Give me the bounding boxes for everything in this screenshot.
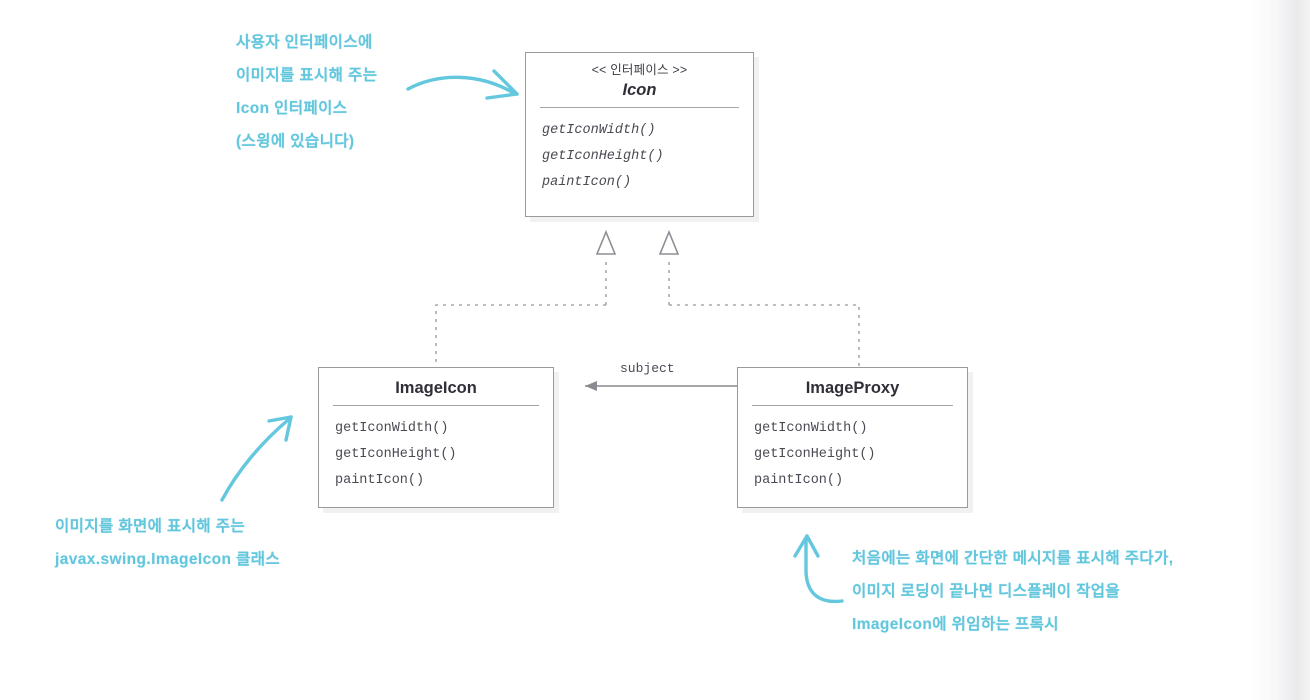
method-item: getIconHeight() (335, 447, 457, 463)
annotation-line: ImageIcon에 위임하는 프록시 (852, 616, 1059, 633)
annotation-bottom-right: 처음에는 화면에 간단한 메시지를 표시해 주다가, 이미지 로딩이 끝나면 디… (852, 542, 1173, 641)
annotation-line: Icon 인터페이스 (236, 100, 348, 117)
method-list-imageicon: getIconWidth() getIconHeight() paintIcon… (319, 406, 553, 504)
annotation-line: 처음에는 화면에 간단한 메시지를 표시해 주다가, (852, 550, 1174, 567)
method-list-icon: getIconWidth() getIconHeight() paintIcon… (526, 108, 753, 206)
method-item: getIconHeight() (754, 447, 876, 463)
realization-imageproxy-to-icon (658, 229, 860, 367)
method-list-imageproxy: getIconWidth() getIconHeight() paintIcon… (738, 406, 967, 504)
class-divider (333, 405, 539, 407)
annotation-arrow-bottom-left (220, 415, 293, 502)
annotation-arrow-top-left (406, 69, 519, 100)
class-header-imageicon: ImageIcon (319, 368, 553, 405)
stereotype-label: << 인터페이스 >> (591, 63, 688, 77)
method-item: getIconHeight() (542, 149, 664, 165)
class-header-icon: << 인터페이스 >> Icon (526, 53, 753, 107)
class-divider (540, 107, 739, 109)
annotation-line: 이미지 로딩이 끝나면 디스플레이 작업을 (852, 583, 1121, 600)
method-item: paintIcon() (335, 473, 425, 489)
association-label-subject: subject (620, 361, 675, 376)
class-header-imageproxy: ImageProxy (738, 368, 967, 405)
method-item: getIconWidth() (335, 421, 449, 437)
annotation-top-left: 사용자 인터페이스에 이미지를 표시해 주는 Icon 인터페이스 (스윙에 있… (236, 26, 377, 158)
method-item: getIconWidth() (542, 123, 656, 139)
class-name-imageproxy: ImageProxy (805, 379, 900, 397)
class-name-icon: Icon (622, 80, 657, 99)
annotation-line: 사용자 인터페이스에 (236, 34, 373, 51)
class-name-imageicon: ImageIcon (395, 379, 477, 397)
annotation-line: 이미지를 표시해 주는 (236, 67, 378, 84)
method-item: paintIcon() (542, 175, 632, 191)
annotation-line: 이미지를 화면에 표시해 주는 (55, 518, 246, 535)
class-box-imageproxy[interactable]: ImageProxy getIconWidth() getIconHeight(… (737, 367, 968, 508)
class-divider (752, 405, 953, 407)
annotation-arrow-bottom-right (793, 534, 844, 604)
class-box-imageicon[interactable]: ImageIcon getIconWidth() getIconHeight()… (318, 367, 554, 508)
annotation-line: (스윙에 있습니다) (236, 133, 355, 150)
method-item: getIconWidth() (754, 421, 868, 437)
class-box-icon[interactable]: << 인터페이스 >> Icon getIconWidth() getIconH… (525, 52, 754, 217)
realization-imageicon-to-icon (435, 229, 617, 367)
annotation-line: javax.swing.ImageIcon 클래스 (55, 551, 281, 568)
method-item: paintIcon() (754, 473, 844, 489)
annotation-bottom-left: 이미지를 화면에 표시해 주는 javax.swing.ImageIcon 클래… (55, 510, 280, 576)
